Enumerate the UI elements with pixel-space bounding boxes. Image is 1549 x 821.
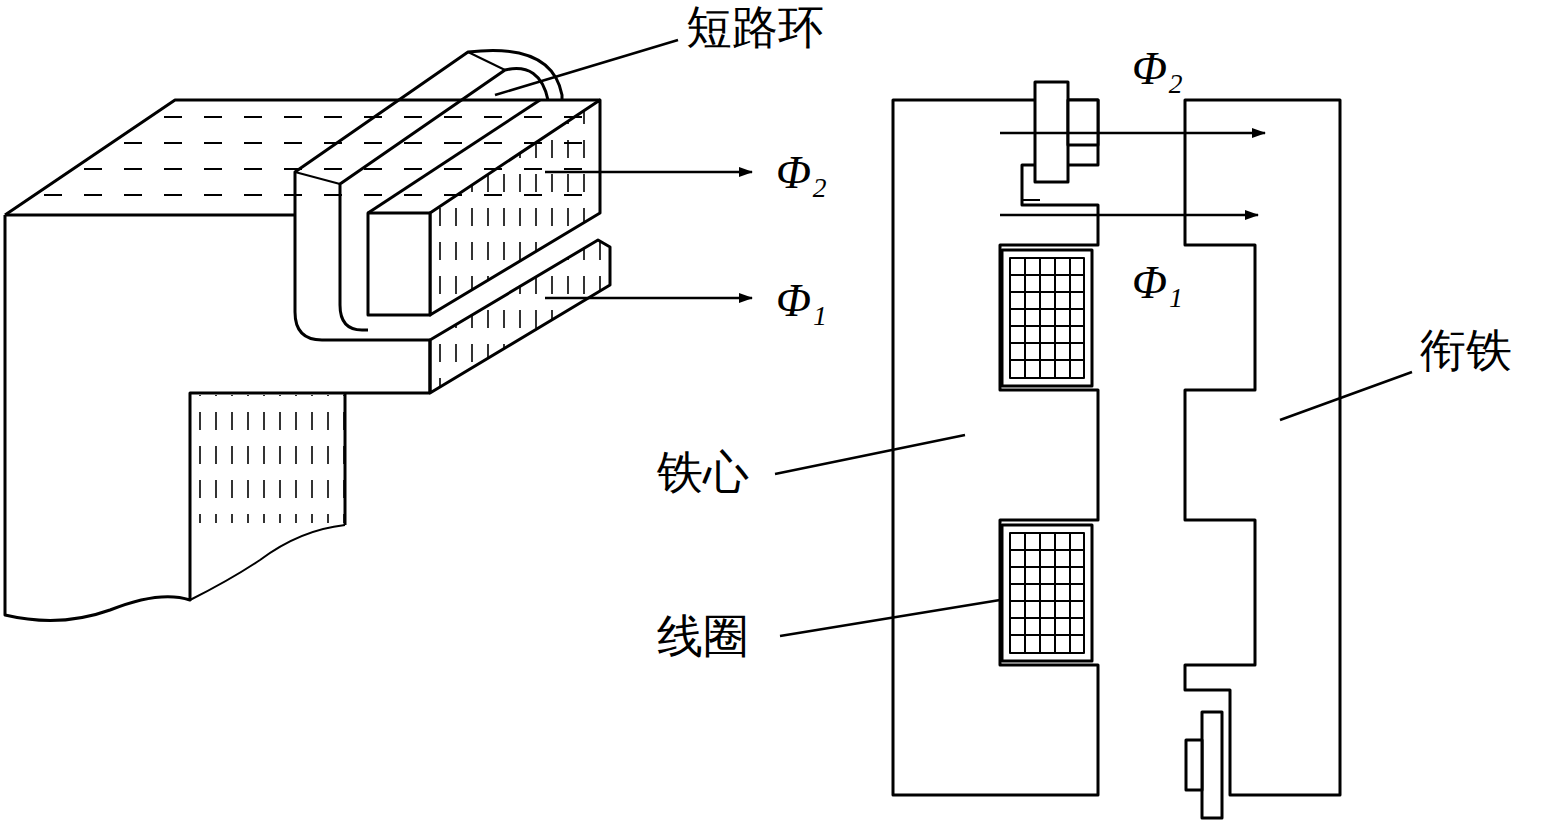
lower-tooth-edge [429,340,432,393]
coil [1002,250,1092,386]
part-label: 铁心 [655,448,751,499]
upper-tooth-end [368,213,430,315]
leader-line [775,435,965,474]
iron-core [893,100,1098,795]
part-label: 线圈 [655,612,751,663]
ring-section [1068,100,1098,145]
flux-label: Φ₁ [1130,258,1185,309]
part-label: 衔铁 [1418,326,1514,377]
ring-section [1022,165,1040,200]
armature [1185,100,1340,795]
armature-ring [1186,740,1202,790]
flux-arrow [1000,214,1258,217]
ring-edge [295,172,340,184]
side-edge [344,393,347,525]
side-hatch [192,395,344,523]
ring-outer [295,50,562,340]
ring-edge [468,52,505,70]
front-edge [5,214,295,217]
flux-arrow [1000,132,1265,135]
armature-ring [1202,712,1222,818]
leader-line [495,40,678,95]
leader-line [1280,372,1412,420]
front-face [5,215,430,620]
flux-arrow [545,171,752,174]
flux-arrow [545,297,752,300]
break-line [190,525,345,600]
leader-line [780,600,1000,636]
coil [1002,525,1092,661]
upper-tooth-edge [368,100,540,213]
part-label: 短路环 [684,3,826,54]
ring-inner [340,69,548,330]
flux-label: Φ₁ [774,276,829,327]
flux-label: Φ₂ [774,148,829,199]
lower-tooth [430,240,610,393]
flux-label: Φ₂ [1130,44,1185,95]
